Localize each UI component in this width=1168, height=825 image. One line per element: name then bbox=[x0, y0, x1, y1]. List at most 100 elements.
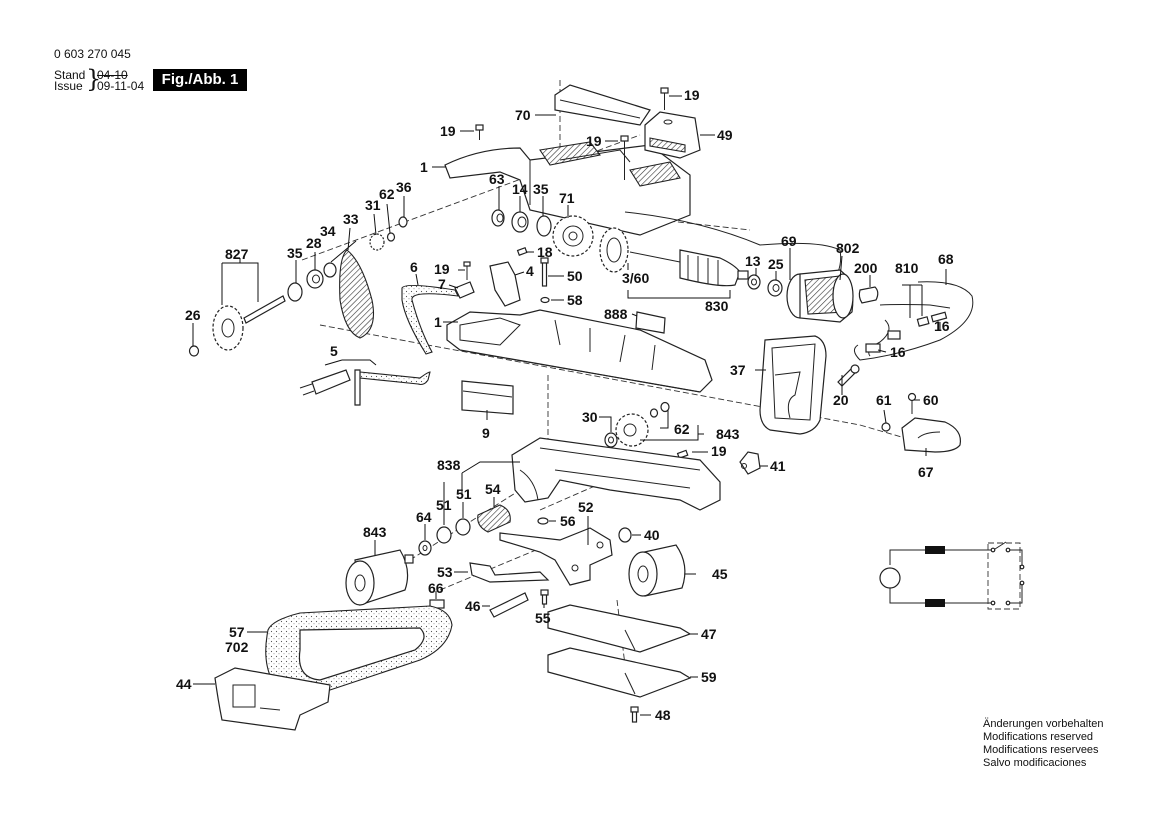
part-cap-49 bbox=[644, 111, 701, 159]
label-44: 44 bbox=[176, 676, 192, 692]
part-endcap-37 bbox=[759, 335, 827, 435]
label-26: 26 bbox=[185, 307, 201, 323]
cable-6 bbox=[401, 284, 459, 355]
label-30: 30 bbox=[582, 409, 598, 425]
part-washer-62 bbox=[649, 408, 659, 418]
screw-50 bbox=[540, 257, 549, 287]
part-armature-830 bbox=[629, 249, 749, 287]
part-roller-843 bbox=[345, 549, 414, 606]
part-nut-56 bbox=[537, 517, 549, 525]
label-14: 14 bbox=[512, 181, 528, 197]
label-62: 62 bbox=[674, 421, 690, 437]
label-50: 50 bbox=[567, 268, 583, 284]
part-washer-58 bbox=[540, 296, 550, 304]
switch-box bbox=[987, 542, 1021, 610]
screw-55 bbox=[540, 589, 549, 605]
part-bushing-51-a bbox=[436, 526, 452, 544]
label-45: 45 bbox=[712, 566, 728, 582]
label-51: 51 bbox=[456, 486, 472, 502]
label-702: 702 bbox=[225, 639, 249, 655]
label-53: 53 bbox=[437, 564, 453, 580]
label-67: 67 bbox=[918, 464, 934, 480]
label-19: 19 bbox=[586, 133, 602, 149]
label-55: 55 bbox=[535, 610, 551, 626]
part-knob-41 bbox=[739, 451, 761, 475]
label-61: 61 bbox=[876, 392, 892, 408]
label-19: 19 bbox=[434, 261, 450, 277]
label-200: 200 bbox=[854, 260, 878, 276]
part-gear-843 bbox=[615, 413, 649, 447]
screw-60 bbox=[907, 392, 917, 414]
screw-20 bbox=[837, 364, 860, 387]
label-71: 71 bbox=[559, 190, 575, 206]
part-pin-46 bbox=[489, 592, 529, 618]
label-888: 888 bbox=[604, 306, 628, 322]
screw-19-frame bbox=[676, 449, 689, 459]
motor-symbol bbox=[879, 567, 901, 589]
part-gear-71 bbox=[552, 215, 594, 257]
part-shaft-827 bbox=[212, 295, 286, 351]
part-housing-lower bbox=[446, 309, 713, 393]
label-1: 1 bbox=[420, 159, 428, 175]
part-labels: 19 70 19 19 49 1 63 14 35 71 36 62 31 34… bbox=[176, 87, 954, 723]
wiring-schematic bbox=[879, 541, 1025, 610]
part-switch-4 bbox=[489, 261, 521, 307]
label-13: 13 bbox=[745, 253, 761, 269]
label-19: 19 bbox=[440, 123, 456, 139]
label-70: 70 bbox=[515, 107, 531, 123]
label-18: 18 bbox=[537, 244, 553, 260]
part-pulley-31 bbox=[369, 233, 385, 251]
part-fan-360 bbox=[599, 227, 629, 273]
part-cap-26 bbox=[188, 345, 200, 357]
issue-date: 09-11-04 bbox=[97, 79, 145, 93]
field-coil-bottom bbox=[925, 599, 945, 607]
brace-glyph: } bbox=[86, 65, 102, 93]
part-stator-802 bbox=[786, 269, 854, 323]
part-bushing-51-b bbox=[455, 518, 471, 536]
figure-badge: Fig./Abb. 1 bbox=[153, 69, 247, 91]
label-830: 830 bbox=[705, 298, 729, 314]
part-nut-40 bbox=[618, 527, 632, 543]
label-28: 28 bbox=[306, 235, 322, 251]
label-25: 25 bbox=[768, 256, 784, 272]
label-60: 60 bbox=[923, 392, 939, 408]
label-19: 19 bbox=[684, 87, 700, 103]
label-52: 52 bbox=[578, 499, 594, 515]
part-bearing-13 bbox=[747, 274, 761, 290]
part-plug-16-lower bbox=[865, 330, 901, 353]
label-9: 9 bbox=[482, 425, 490, 441]
label-802: 802 bbox=[836, 240, 860, 256]
notice-line-de: Änderungen vorbehalten bbox=[983, 718, 1104, 730]
label-838: 838 bbox=[437, 457, 461, 473]
part-bearing-25 bbox=[767, 279, 783, 297]
modifications-notice: Änderungen vorbehalten Modifications res… bbox=[983, 718, 1103, 770]
part-sleeve-200 bbox=[858, 286, 879, 304]
label-810: 810 bbox=[895, 260, 919, 276]
part-plate-47 bbox=[547, 604, 692, 653]
part-bearing-34 bbox=[323, 262, 337, 278]
notice-line-es: Salvo modificaciones bbox=[983, 757, 1087, 769]
part-label-888 bbox=[635, 311, 666, 334]
label-51: 51 bbox=[436, 497, 452, 513]
part-clamp-7 bbox=[454, 281, 475, 299]
leader-lines bbox=[192, 95, 947, 716]
label-47: 47 bbox=[701, 626, 717, 642]
part-plate-59 bbox=[547, 647, 692, 698]
stand-label: Stand bbox=[54, 68, 86, 82]
cable-5 bbox=[359, 371, 431, 386]
screw-19-top-mid bbox=[620, 135, 629, 180]
label-48: 48 bbox=[655, 707, 671, 723]
label-49: 49 bbox=[717, 127, 733, 143]
label-37: 37 bbox=[730, 362, 746, 378]
stand-date-struck: 04-10 bbox=[97, 68, 128, 82]
screw-19-clamp bbox=[463, 261, 471, 280]
part-cover-70 bbox=[554, 84, 651, 126]
part-bushing-63 bbox=[491, 209, 505, 227]
part-label-9 bbox=[461, 380, 514, 415]
label-35: 35 bbox=[533, 181, 549, 197]
label-68: 68 bbox=[938, 251, 954, 267]
part-belt-33 bbox=[339, 249, 375, 339]
issue-label: Issue bbox=[54, 79, 83, 93]
label-20: 20 bbox=[833, 392, 849, 408]
label-19: 19 bbox=[711, 443, 727, 459]
